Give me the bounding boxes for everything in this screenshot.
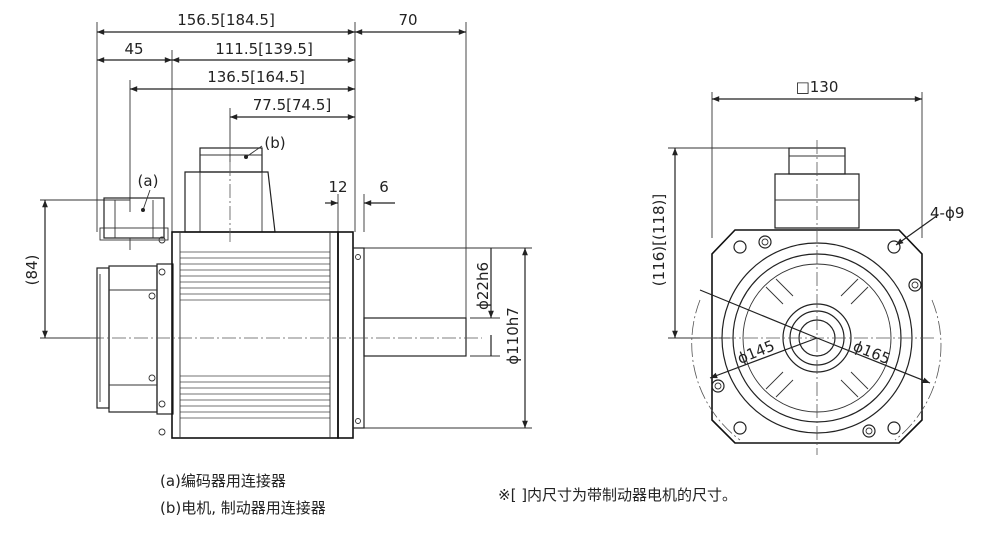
dim-pilot-diameter: ϕ110h7 (504, 307, 522, 365)
mounting-holes (711, 235, 922, 438)
dim-power-to-flange: 77.5[74.5] (253, 96, 332, 114)
dim-square: □130 (796, 78, 839, 96)
motor-body (171, 231, 339, 439)
mounting-hole-b (908, 278, 922, 292)
leader-holes (895, 214, 939, 246)
mounting-hole-b (862, 424, 876, 438)
spokes (765, 278, 869, 398)
legend-a: (a)编码器用连接器 (160, 472, 286, 490)
leader-b-dot (244, 155, 248, 159)
dim-shaft-diameter: ϕ22h6 (474, 262, 492, 310)
encoder-connector (99, 197, 169, 250)
dim-encoder-to-flange: 136.5[164.5] (207, 68, 305, 86)
dim-encoder-offset: 45 (124, 40, 143, 58)
mounting-hole (887, 240, 901, 254)
dim-outer-circle: ϕ165 (851, 337, 893, 368)
shaft (363, 317, 467, 357)
leader-phi145 (709, 337, 818, 379)
mounting-hole-b (758, 235, 772, 249)
dim-holes: 4-ϕ9 (930, 204, 964, 222)
dim-shaft-length: 70 (398, 11, 417, 29)
front-connector (774, 147, 860, 229)
mounting-hole (887, 421, 901, 435)
extension-lines (40, 22, 532, 429)
mounting-hole (733, 421, 747, 435)
mounting-hole-b (711, 379, 725, 393)
cooling-fins (180, 251, 330, 419)
bolt-circle-arc (691, 299, 741, 441)
dim-overall-length: 156.5[184.5] (177, 11, 275, 29)
mounting-hole (733, 240, 747, 254)
dim-pilot-length: 6 (379, 178, 389, 196)
dim-body-length: 111.5[139.5] (215, 40, 313, 58)
dim-height-116-118: (116)[(118)] (650, 194, 668, 286)
size-note: ※[ ]内尺寸为带制动器电机的尺寸。 (498, 486, 737, 504)
encoder-housing (96, 236, 174, 436)
dim-flange-thickness: 12 (328, 178, 347, 196)
leader-phi165 (816, 337, 931, 384)
front-view: □130 (116)[(118)] 4-ϕ9 ϕ145 ϕ165 (650, 78, 964, 455)
legend-b: (b)电机, 制动器用连接器 (160, 499, 326, 517)
label-a: (a) (138, 172, 159, 190)
bolt-circle-arc-2 (894, 299, 942, 441)
flange (337, 231, 365, 439)
dim-height-84: (84) (23, 255, 41, 286)
leader-phi165-b (699, 289, 818, 339)
side-view: 156.5[184.5] 70 45 111.5[139.5] 136.5[16… (23, 11, 532, 439)
dimension-lines (42, 29, 528, 428)
leader-a (142, 189, 151, 211)
label-b: (b) (264, 134, 285, 152)
leader-a-dot (141, 208, 145, 212)
dim-bolt-circle: ϕ145 (735, 337, 777, 368)
leader-b (245, 145, 263, 158)
